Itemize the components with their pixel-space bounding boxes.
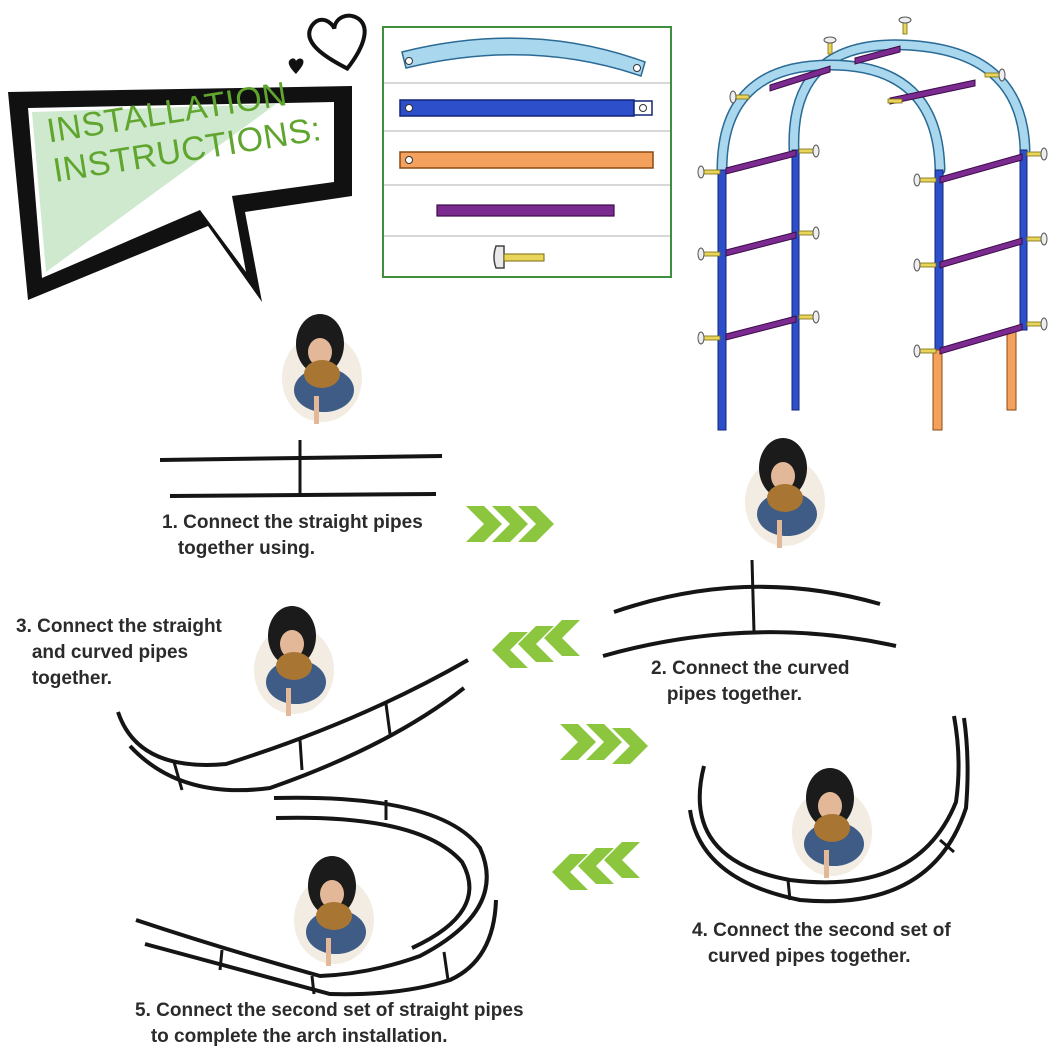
step-3-line-1: Connect the straight [37,616,222,637]
step-2-caption: 2. Connect the curved pipes together. [651,656,850,708]
step-2-line-1: Connect the curved [672,658,850,679]
step-4-caption: 4. Connect the second set of curved pipe… [692,918,951,970]
step1-illustration [159,314,443,498]
speech-bubble-fill [32,104,276,272]
step-3-line-3: together. [31,668,113,689]
step-5-number: 5. [135,1000,151,1021]
step-2-line-2: pipes together. [666,684,802,705]
legend-connector-rod [436,204,615,217]
legend-base-pipe [399,151,654,169]
step-1-number: 1. [162,512,178,533]
legend-bolt [493,245,545,269]
step-4-number: 4. [692,920,708,941]
chevron-left-icon-2 [552,842,640,890]
arch-bolts [701,19,1044,354]
step-3-number: 3. [16,616,32,637]
arch-bolt-heads [697,16,1048,358]
step-1-line-1: Connect the straight pipes [183,512,423,533]
step-5-caption: 5. Connect the second set of straight pi… [135,998,524,1050]
step-4-line-1: Connect the second set of [713,920,951,941]
step4-illustration [688,715,970,904]
arch-connector-rods [725,45,1023,355]
step3-illustration [116,606,469,793]
step-4-line-2: curved pipes together. [707,946,911,967]
step-5-line-1: Connect the second set of straight pipes [156,1000,524,1021]
arch-front [716,59,946,431]
step-1-caption: 1. Connect the straight pipes together u… [162,510,423,562]
step2-illustration [602,438,897,658]
step-3-caption: 3. Connect the straight and curved pipes… [16,614,222,692]
step-5-line-2: to complete the arch installation. [150,1026,448,1047]
step-1-line-2: together using. [177,538,316,559]
step-3-line-2: and curved pipes [31,642,189,663]
step5-illustration [135,795,498,997]
heart-small-icon [288,58,304,74]
chevron-left-icon-1 [492,620,580,668]
chevron-right-icon-1 [466,506,554,542]
chevron-right-icon-2 [560,724,648,764]
heart-outline-icon [307,13,367,72]
legend-straight-pipe [399,99,653,117]
step-2-number: 2. [651,658,667,679]
legend-curved-pipe [401,37,646,77]
